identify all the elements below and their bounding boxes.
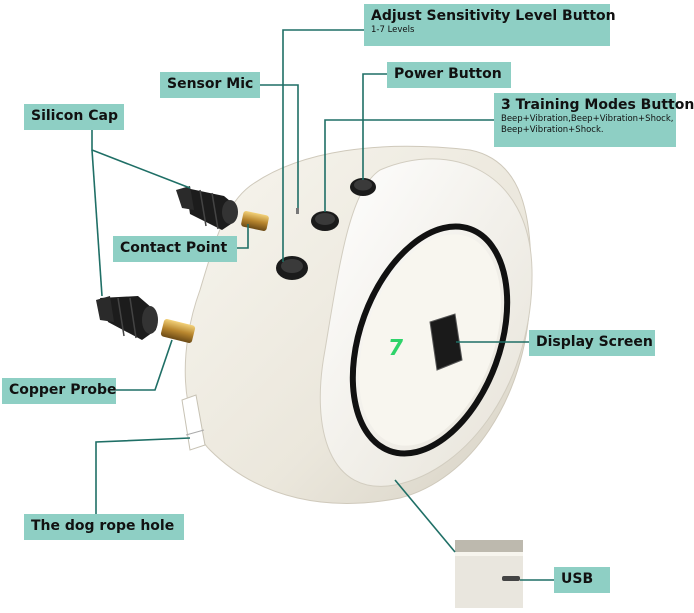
leader-contact-point bbox=[236, 224, 249, 249]
sensitivity-button bbox=[276, 256, 308, 280]
label-display-screen-text: Display Screen bbox=[536, 334, 653, 350]
label-display-screen: Display Screen bbox=[529, 330, 655, 356]
leader-silicon-cap-b bbox=[91, 149, 103, 297]
leader-power bbox=[362, 73, 388, 180]
label-power: Power Button bbox=[387, 62, 511, 88]
label-usb: USB bbox=[554, 567, 610, 593]
product-diagram: 7 Adjust Sensitivity Level Button 1-7 Le… bbox=[2, 4, 694, 608]
label-sensor-mic-text: Sensor Mic bbox=[167, 76, 254, 92]
label-sensitivity: Adjust Sensitivity Level Button 1-7 Leve… bbox=[364, 4, 616, 46]
label-sensitivity-sub: 1-7 Levels bbox=[371, 25, 415, 35]
lower-probe bbox=[96, 296, 196, 343]
leader-sensor-mic bbox=[260, 84, 299, 208]
leader-lines bbox=[91, 29, 555, 581]
label-silicon-cap-text: Silicon Cap bbox=[31, 108, 118, 124]
training-mode-button bbox=[311, 211, 339, 231]
leader-sensitivity bbox=[282, 29, 368, 262]
label-contact-point: Contact Point bbox=[113, 236, 237, 262]
label-copper-probe-text: Copper Probe bbox=[9, 382, 117, 398]
label-copper-probe: Copper Probe bbox=[2, 378, 117, 404]
label-sensor-mic: Sensor Mic bbox=[160, 72, 260, 98]
dog-rope-hole bbox=[181, 394, 206, 451]
leader-silicon-cap-a bbox=[91, 124, 191, 189]
leader-usb-body bbox=[394, 479, 456, 553]
power-button bbox=[350, 178, 376, 196]
leader-copper-probe bbox=[115, 339, 173, 391]
label-sensitivity-title: Adjust Sensitivity Level Button bbox=[371, 8, 616, 24]
label-silicon-cap: Silicon Cap bbox=[24, 104, 124, 130]
display-screen-ring bbox=[349, 223, 511, 457]
label-training-title: 3 Training Modes Button bbox=[501, 97, 694, 113]
usb-port bbox=[502, 576, 520, 581]
label-rope-hole: The dog rope hole bbox=[24, 514, 184, 540]
label-training-sub1: Beep+Vibration,Beep+Vibration+Shock, bbox=[501, 114, 674, 124]
label-contact-point-text: Contact Point bbox=[120, 240, 228, 256]
label-usb-text: USB bbox=[561, 571, 594, 587]
leader-rope-hole bbox=[95, 437, 191, 520]
display-screen bbox=[429, 313, 463, 371]
device-illustration: 7 bbox=[91, 29, 555, 608]
sensor-mic bbox=[296, 208, 299, 214]
usb-inset bbox=[455, 540, 523, 608]
display-digit: 7 bbox=[386, 335, 405, 361]
label-training-modes: 3 Training Modes Button Beep+Vibration,B… bbox=[494, 93, 694, 147]
label-power-text: Power Button bbox=[394, 66, 502, 82]
upper-probe bbox=[176, 186, 269, 231]
leader-training bbox=[324, 119, 495, 212]
label-rope-hole-text: The dog rope hole bbox=[31, 518, 175, 534]
label-training-sub2: Beep+Vibration+Shock. bbox=[501, 125, 604, 135]
